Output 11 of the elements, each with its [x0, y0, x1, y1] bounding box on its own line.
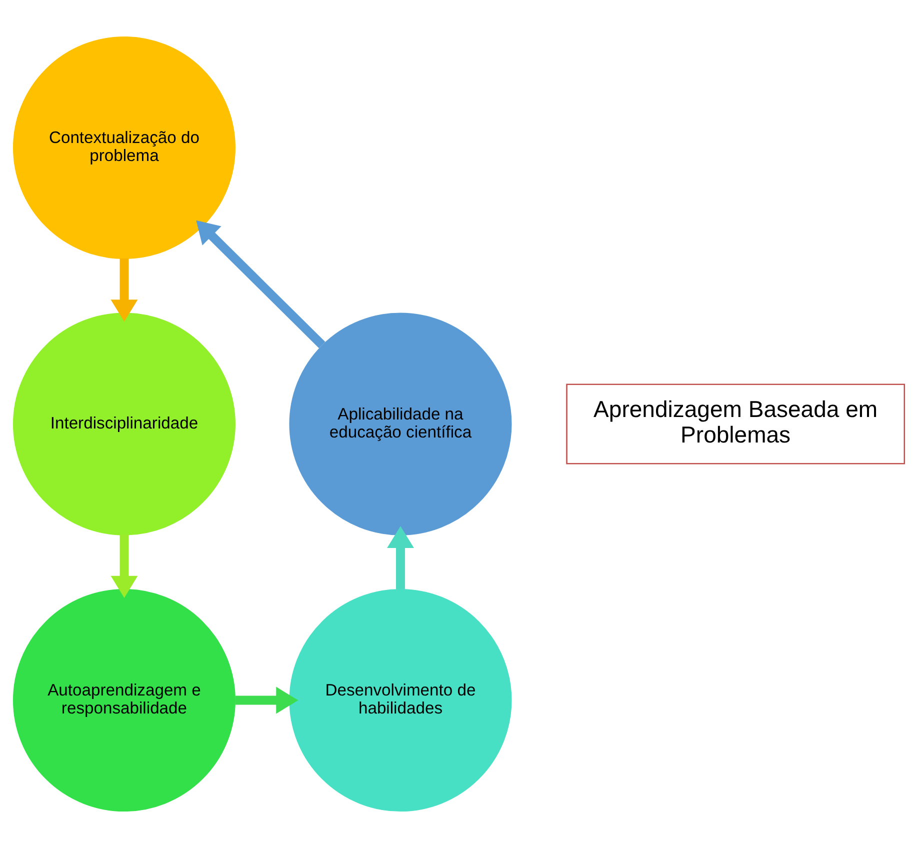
arrow — [110, 258, 138, 322]
node-circle: Aplicabilidade na educação científica — [289, 312, 512, 536]
node-circle: Contextualização do problema — [12, 36, 236, 260]
arrow — [235, 686, 298, 714]
node-circle: Autoaprendizagem e responsabilidade — [12, 588, 236, 812]
node-circle: Desenvolvimento de habilidades — [289, 588, 512, 812]
arrow — [196, 220, 326, 348]
node-box: Aprendizagem Baseada em Problemas — [566, 384, 906, 464]
arrow — [387, 526, 414, 590]
arrow — [110, 534, 138, 598]
node-circle: Interdisciplinaridade — [12, 312, 236, 536]
